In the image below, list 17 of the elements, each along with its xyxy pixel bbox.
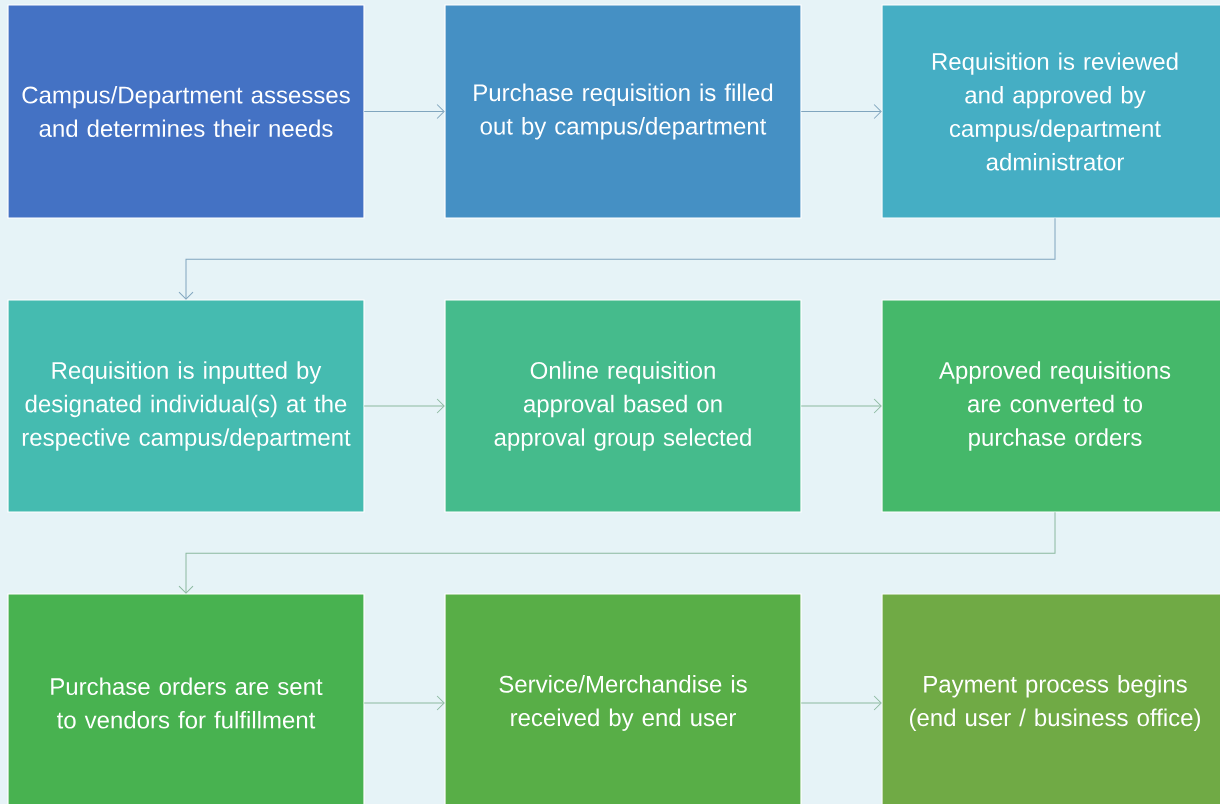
process-box: Approved requisitions are converted to purchase orders [881,299,1220,513]
arrow [363,104,445,119]
arrow [363,398,445,414]
arrow [363,695,445,711]
process-box: Purchase orders are sent to vendors for fulfillment [7,593,365,804]
arrow [178,217,1056,300]
process-box: Requisition is reviewed and approved by campus/department administrator [881,4,1220,219]
process-box: Campus/Department assesses and determines their needs [7,4,365,219]
process-box: Payment process begins (end user / business office) [881,593,1220,804]
process-box: Online requisition approval based on approval group selected [444,299,802,513]
arrow [800,398,882,414]
process-box: Service/Merchandise is received by end user [444,593,802,804]
arrow [178,511,1056,594]
process-box: Purchase requisition is filled out by campus/department [444,4,802,219]
arrow [800,695,882,711]
process-box: Requisition is inputted by designated individual(s) at the respective campus/department [7,299,365,513]
arrow [800,104,882,119]
